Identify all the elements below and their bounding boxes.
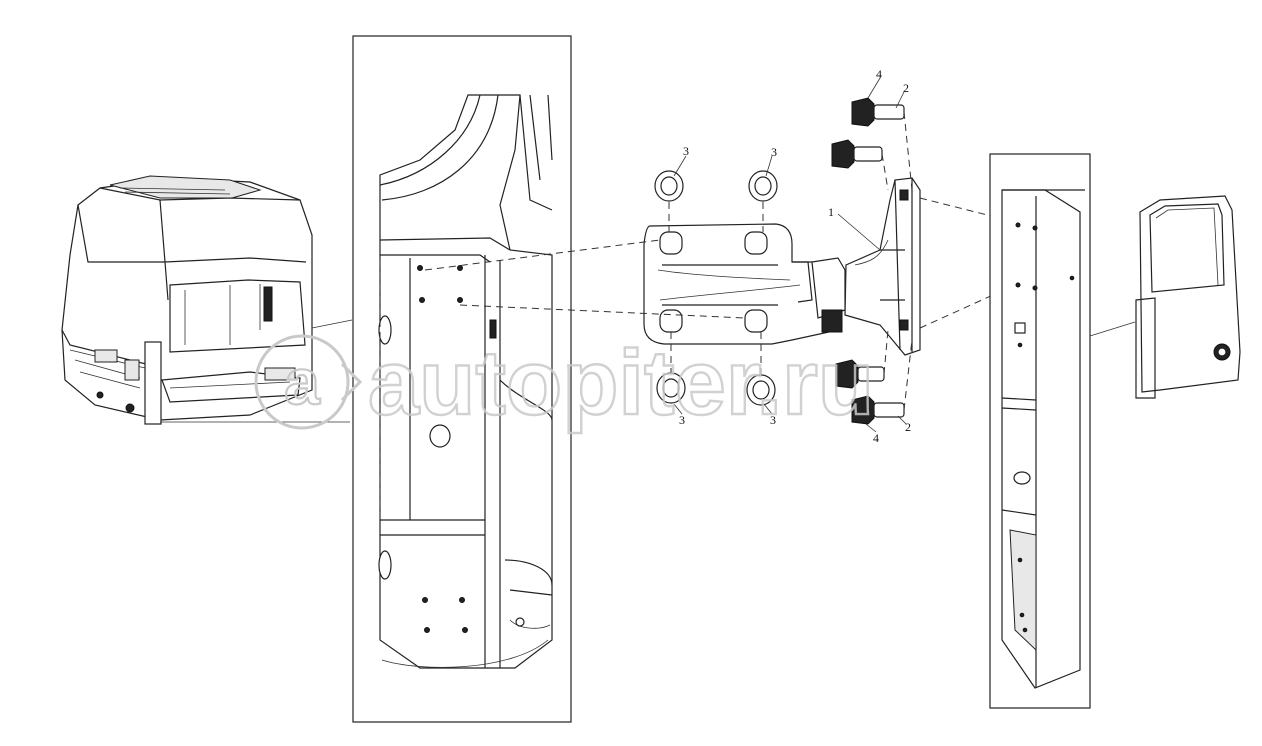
callout-part-4-bottom: 4 (873, 431, 879, 445)
watermark-logo-icon: a (254, 334, 363, 430)
washer-group (654, 170, 778, 406)
callout-part-1: 1 (828, 205, 834, 219)
washer-bottom-right (746, 374, 776, 406)
bolt-group (831, 97, 905, 425)
detail-leader-line (160, 319, 353, 423)
washer-top-left (654, 170, 684, 202)
watermark: a autopiter.ru (254, 331, 875, 435)
a-pillar-detail-panel (352, 35, 572, 723)
hinge-assembly (643, 177, 921, 356)
callout-part-2-top: 2 (903, 81, 909, 95)
callout-part-3-top-right: 3 (771, 145, 777, 159)
watermark-text: autopiter.ru (368, 332, 874, 434)
bolt-top-lower (831, 139, 883, 169)
truck-cab-overview (61, 175, 313, 425)
washer-bottom-left (656, 372, 686, 404)
callout-part-2-bottom: 2 (905, 420, 911, 434)
cab-door-overview (1135, 195, 1241, 399)
bolt-top-upper (851, 97, 905, 127)
door-edge-detail-panel (989, 153, 1091, 709)
callout-part-3-bottom-right: 3 (770, 413, 776, 427)
door-leader-line (1089, 321, 1136, 337)
callout-labels: 1 4 2 3 3 3 3 4 2 (673, 67, 911, 445)
svg-text:a: a (284, 346, 320, 418)
callout-part-3-bottom-left: 3 (679, 413, 685, 427)
assembly-guide-lines (379, 111, 1016, 520)
bolt-bottom-upper (835, 359, 885, 389)
callout-part-3-top-left: 3 (683, 144, 689, 158)
washer-top-right (748, 170, 778, 202)
callout-part-4-top: 4 (876, 67, 882, 81)
